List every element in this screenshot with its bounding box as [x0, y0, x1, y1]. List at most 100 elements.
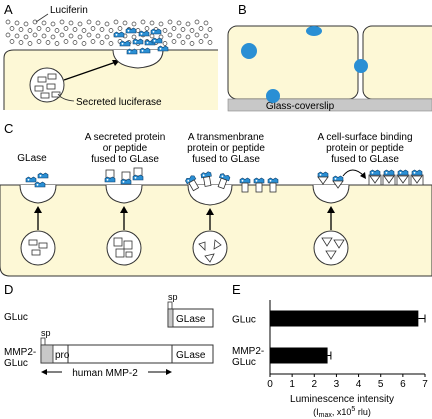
tm-cargo: [204, 253, 215, 263]
binding-cargo: [325, 250, 337, 260]
luciferin-dot: [144, 26, 150, 31]
glase-icon: [267, 177, 279, 184]
luciferin-dot: [14, 33, 20, 39]
column-cellsurface-line2: protein or peptide: [326, 143, 404, 154]
panel-d-letter: D: [4, 282, 13, 297]
secreted-luciferase-label: Secreted luciferase: [76, 97, 162, 108]
luciferin-dot: [63, 26, 69, 31]
luciferin-dot: [59, 19, 65, 25]
luciferin-dot: [23, 34, 29, 40]
x-tick-label: 7: [422, 379, 428, 390]
sp-tick-mmp2: [40, 337, 46, 346]
glass-coverslip: [227, 98, 432, 112]
fusion-protein-icon: [104, 169, 116, 183]
luciferin-dot: [86, 32, 92, 38]
x-axis-label-open: (I: [313, 407, 319, 417]
luciferin-dot: [41, 33, 47, 39]
glase-icon: [383, 169, 395, 176]
human-mmp2-label: human MMP-2: [72, 368, 138, 379]
luciferin-dot: [14, 20, 20, 26]
binding-cargo: [321, 237, 333, 247]
luciferin-dot: [5, 19, 11, 25]
luciferin-dot: [158, 21, 164, 27]
luciferin-dot: [185, 21, 191, 27]
surface-receptor-icon: [410, 169, 424, 186]
luciferin-dot: [5, 32, 11, 38]
panel-c-column-headers: GLase A secreted protein or peptide fuse…: [17, 132, 412, 165]
luciferin-dot: [9, 26, 15, 31]
luciferin-dot: [167, 19, 173, 25]
x-tick-label: 6: [400, 379, 406, 390]
luciferin-dot: [194, 19, 200, 25]
binding-arrow-head: [360, 172, 366, 179]
secreted-luciferase-icon: [157, 45, 169, 52]
luciferin-dot: [207, 27, 213, 32]
x-tick-label: 5: [378, 379, 384, 390]
luciferin-dot: [108, 41, 114, 46]
luciferin-dot: [54, 41, 60, 46]
luciferin-dot: [81, 41, 87, 46]
luciferin-dot: [207, 40, 213, 45]
glase-label-mmp2: GLase: [176, 350, 206, 361]
arrow-to-surface: [63, 61, 117, 81]
luciferin-dot: [63, 39, 69, 44]
x-axis-label-end: rlu): [355, 407, 371, 417]
luciferin-dot: [198, 39, 204, 44]
transmembrane-protein-icon: [239, 177, 251, 193]
luciferin-dots: [5, 19, 213, 46]
luciferin-dot: [72, 40, 78, 45]
glase-icon: [397, 169, 409, 176]
luciferin-dot: [171, 26, 177, 31]
secreted-luciferase-icon: [126, 48, 138, 55]
pit-col4: [312, 184, 350, 204]
column-cellsurface-line1: A cell-surface binding: [317, 132, 412, 143]
category-label: GLuc: [232, 315, 256, 326]
glass-coverslip-label: Glass-coverslip: [266, 101, 335, 112]
fusion-protein-icon: [120, 171, 132, 185]
vesicle-c1: [20, 230, 56, 266]
secreted-luciferase-icon: [119, 40, 131, 47]
luciferin-dot: [135, 28, 141, 33]
glase-icon: [25, 176, 37, 183]
column-transmembrane-line1: A transmenbrane: [188, 132, 265, 143]
transmembrane-protein-icon: [267, 177, 279, 193]
luciferin-dot: [117, 26, 123, 31]
x-tick-label: 3: [334, 379, 340, 390]
binding-cargo: [333, 239, 345, 249]
luciferin-dot: [95, 33, 101, 39]
panel-b: B Glass-coverslip: [227, 2, 432, 112]
x-axis-label-mid: , x10: [332, 407, 352, 417]
glase-icon: [104, 176, 116, 183]
human-span-left-head: [41, 369, 47, 375]
secreted-luciferase-icon: [139, 47, 151, 54]
tm-cargo: [198, 241, 206, 251]
luciferin-dot: [162, 41, 168, 46]
luciferin-dot: [45, 27, 51, 32]
panel-a-letter: A: [4, 2, 13, 17]
cargo-box: [38, 242, 48, 249]
luciferin-dot: [27, 28, 33, 33]
secreted-luciferase-cluster: [113, 27, 169, 55]
glase-icon: [132, 174, 144, 181]
panel-e-letter: E: [232, 282, 241, 297]
luciferin-dot: [90, 26, 96, 31]
pit-col3: [187, 184, 233, 206]
x-tick-label: 2: [312, 379, 318, 390]
luciferin-dot: [131, 34, 137, 40]
pit-col1: [19, 184, 57, 204]
luciferin-dot: [176, 20, 182, 26]
glase-icon: [37, 172, 49, 179]
transmembrane-protein-icon: [200, 171, 212, 187]
column-glase-line1: GLase: [17, 153, 47, 164]
glase-label-gluc: GLase: [176, 314, 206, 325]
secreted-luciferase-icon: [125, 27, 137, 34]
glase-icon: [239, 177, 251, 184]
luciferin-dot: [95, 20, 101, 26]
luciferin-dot: [50, 21, 56, 27]
luciferin-dot: [203, 33, 209, 39]
column-secreted-line1: A secreted protein: [85, 132, 166, 143]
glase-icon: [253, 177, 265, 184]
vesicle-a-contents: [34, 73, 61, 99]
sp-label-mmp2: sp: [41, 328, 51, 338]
